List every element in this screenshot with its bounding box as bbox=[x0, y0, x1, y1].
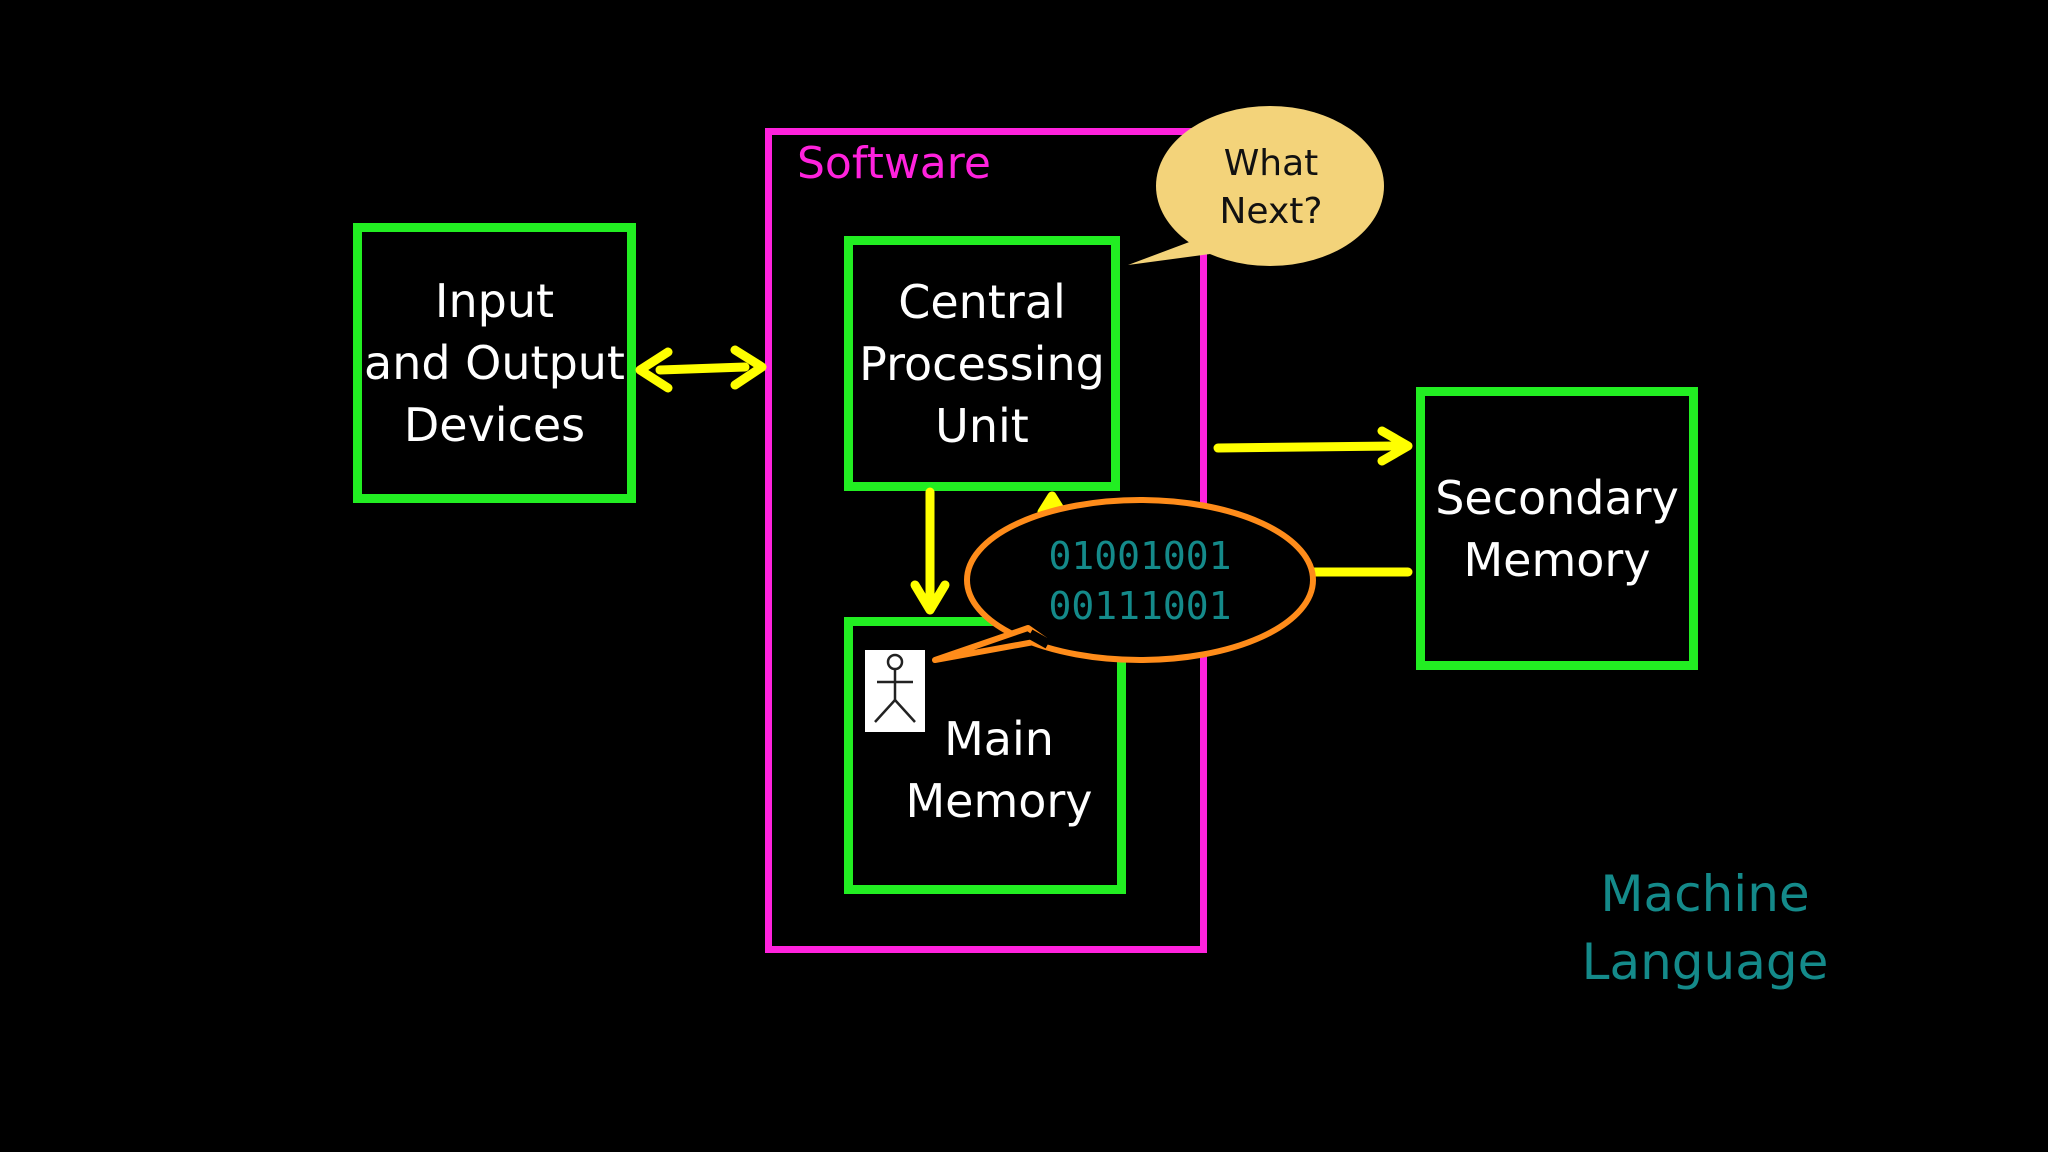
cpu-speech-bubble bbox=[1128, 106, 1384, 266]
binary-speech-bubble bbox=[932, 497, 1316, 663]
software-label: Software bbox=[797, 138, 991, 189]
io-software-arrow bbox=[635, 345, 767, 393]
io-devices-box: Input and Output Devices bbox=[353, 223, 636, 503]
main-memory-label: Main Memory bbox=[905, 712, 1093, 828]
main-memory-box: Main Memory bbox=[844, 617, 1126, 894]
cpu-to-memory-arrow bbox=[910, 487, 950, 615]
binary-bubble-text: 01001001 00111001 bbox=[1048, 534, 1232, 628]
cpu-bubble-text: What Next? bbox=[1219, 143, 1323, 232]
secondary-memory-label: Secondary Memory bbox=[1435, 470, 1679, 587]
software-to-secondary-arrow bbox=[1213, 426, 1413, 466]
cpu-box: Central Processing Unit bbox=[844, 236, 1120, 491]
machine-language-caption: Machine Language bbox=[1581, 865, 1829, 991]
secondary-memory-box: Secondary Memory bbox=[1416, 387, 1698, 670]
stick-figure-icon bbox=[865, 650, 925, 732]
io-devices-label: Input and Output Devices bbox=[364, 274, 625, 452]
cpu-label: Central Processing Unit bbox=[859, 274, 1105, 453]
